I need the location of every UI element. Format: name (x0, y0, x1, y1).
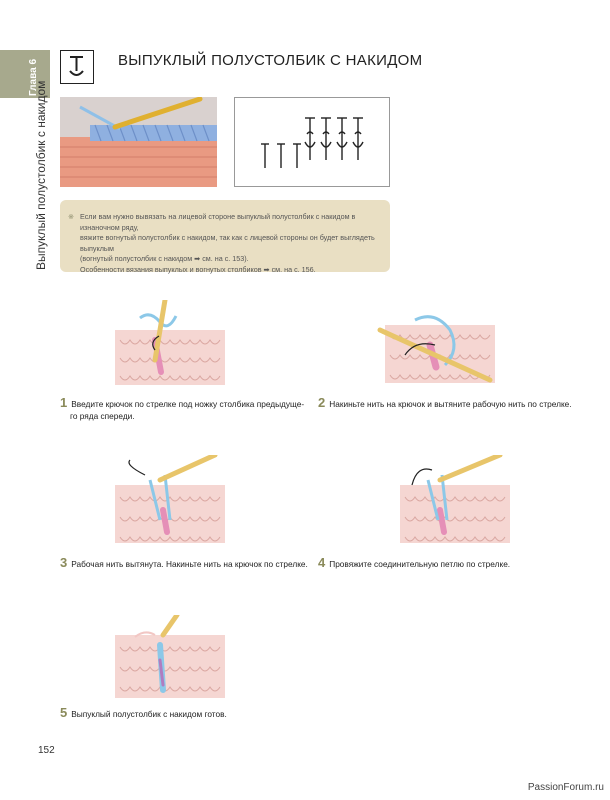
sidebar-section-title: Выпуклый полустолбик с накидом (34, 80, 48, 270)
step-1-illustration (115, 297, 225, 390)
note-line: Особенности вязания выпуклых и вогнутых … (80, 264, 316, 274)
step-3-illustration (115, 452, 225, 550)
step-text-cont: го ряда спереди. (70, 411, 135, 421)
step-text: Выпуклый полустолбик с накидом готов. (71, 709, 227, 719)
watermark-footer: PassionForum.ru (527, 782, 604, 793)
step-number: 5 (60, 705, 68, 720)
step-2-illustration (375, 300, 500, 390)
stitch-symbol-box (60, 50, 94, 84)
step-number: 2 (318, 395, 326, 410)
step-text: Накиньте нить на крючок и вытяните рабоч… (329, 399, 572, 409)
step-text: Рабочая нить вытянута. Накиньте нить на … (71, 559, 308, 569)
page-title: ВЫПУКЛЫЙ ПОЛУСТОЛБИК С НАКИДОМ (118, 52, 423, 69)
step-5-illustration (115, 612, 225, 705)
note-line: вяжите вогнутый полустолбик с накидом, т… (80, 233, 375, 253)
note-line: Если вам нужно вывязать на лицевой сторо… (80, 212, 356, 232)
step-number: 4 (318, 555, 326, 570)
step-text: Введите крючок по стрелке под ножку стол… (71, 399, 305, 409)
note-box: ※ Если вам нужно вывязать на лицевой сто… (60, 200, 390, 274)
chapter-tab (0, 50, 50, 98)
step-4-illustration (400, 452, 510, 550)
stitch-photo (60, 96, 217, 187)
front-post-hdc-symbol-icon (69, 56, 84, 76)
page-number: 152 (38, 745, 55, 756)
step-number: 3 (60, 555, 68, 570)
stitch-chart-diagram (234, 97, 390, 187)
note-mark: ※ (68, 212, 75, 221)
step-number: 1 (60, 395, 68, 410)
step-text: Провяжите соединительную петлю по стрелк… (329, 559, 511, 569)
note-line: (вогнутый полустолбик с накидом ➡ см. на… (80, 254, 249, 264)
